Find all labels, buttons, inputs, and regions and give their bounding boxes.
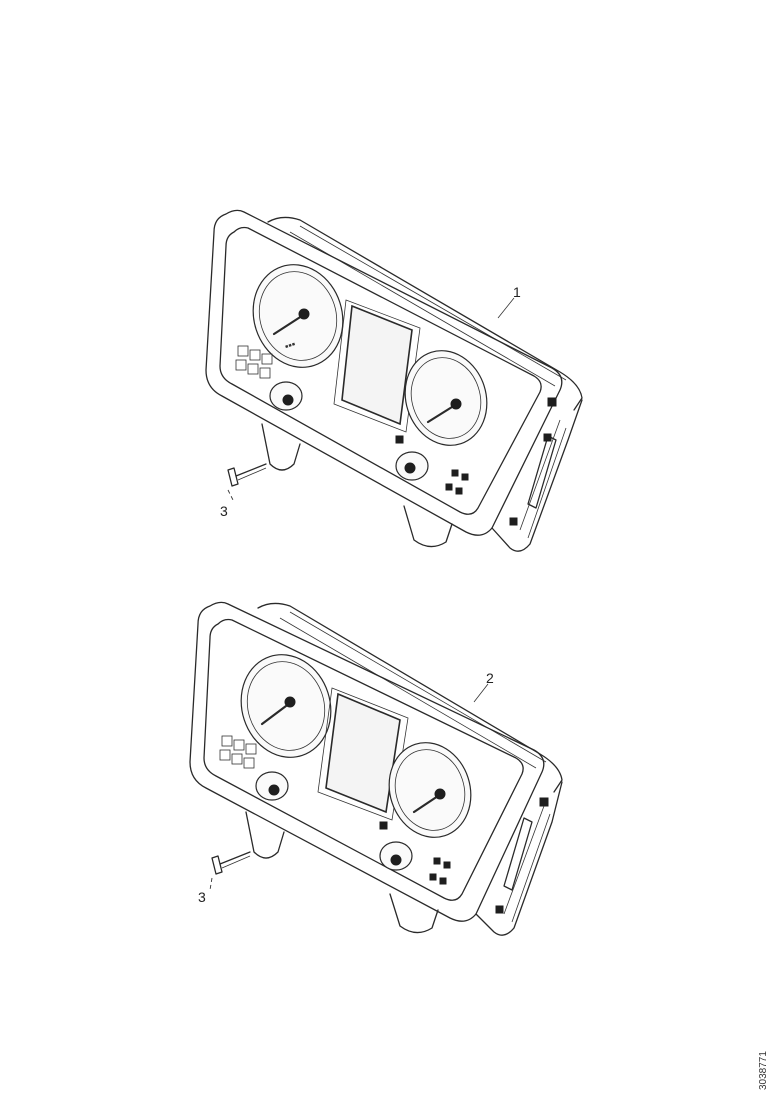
cluster-1-center-display (341, 304, 413, 426)
instrument-cluster-2: 2 3 (189, 601, 563, 936)
cluster-1-screw-callout: 3 (220, 503, 228, 519)
cluster-1-callout: 1 (513, 284, 521, 300)
cluster-2-tachometer (388, 742, 472, 838)
instrument-cluster-1: ▪▪▪ (205, 209, 583, 552)
cluster-1-warning-lights (235, 345, 273, 379)
cluster-1-side-connector-icon (547, 397, 557, 407)
cluster-2-screw-callout: 3 (198, 889, 206, 905)
cluster-1-bezel (205, 209, 563, 536)
cluster-2-bezel (189, 601, 545, 922)
svg-text:▪▪▪: ▪▪▪ (284, 339, 298, 353)
cluster-1-mounting-screw (227, 463, 267, 503)
cluster-2-callout: 2 (486, 670, 494, 686)
drawing-reference-code: 3038771 (758, 1051, 769, 1090)
cluster-2-warning-lights (219, 735, 257, 769)
cluster-2-center-display (325, 692, 401, 814)
cluster-1-tachometer (404, 350, 488, 446)
cluster-2-mounting-screw (209, 851, 251, 891)
cluster-2-speedometer (240, 654, 332, 758)
cluster-1-speedometer: ▪▪▪ (252, 264, 344, 368)
